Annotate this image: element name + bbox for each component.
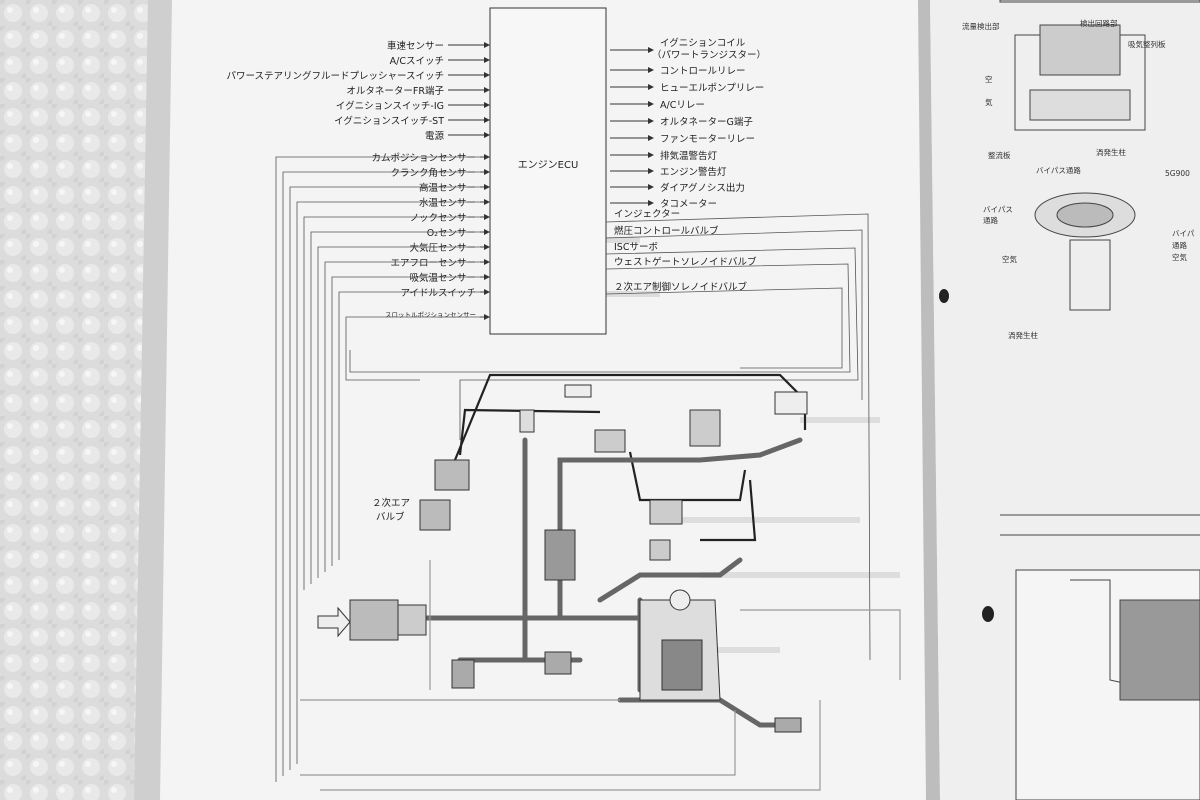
input-label: エアフローセンサー	[390, 258, 476, 269]
actuator-label: インジェクター	[614, 209, 680, 220]
actuator-outputs: インジェクター 燃圧コントロールバルブ ISCサーボ ウェストゲートソレノイドバ…	[349, 209, 871, 661]
input-arrows	[448, 44, 484, 318]
input-label: O₂センサー	[427, 228, 476, 239]
input-label: 車速センサー	[387, 40, 444, 52]
components	[317, 384, 808, 733]
output-arrowheads	[648, 47, 654, 206]
input-label: スロットルポジションセンサー	[385, 311, 476, 319]
ecu-inputs: 車速センサー A/Cスイッチ パワーステアリングフルードプレッシャースイッチ オ…	[226, 40, 490, 782]
input-label: カムポジションセンサー	[371, 153, 476, 164]
side-label: バイパ	[1172, 229, 1195, 238]
binder-hole-1	[939, 289, 949, 303]
side-label: 空気	[1172, 252, 1188, 262]
input-label: 大気圧センサー	[409, 242, 476, 254]
input-label: 電源	[425, 131, 445, 142]
input-label: アイドルスイッチ	[400, 288, 476, 299]
actuator-label: ウェストゲートソレノイドバルブ	[614, 256, 757, 268]
side-label: 渦発生柱	[1096, 147, 1126, 157]
output-label: ファンモーターリレー	[660, 134, 755, 145]
input-label: 吸気温センサー	[409, 272, 476, 284]
input-label: ノックセンサー	[410, 213, 476, 224]
actuator-label: 燃圧コントロールバルブ	[614, 225, 719, 237]
ecu-box	[489, 7, 607, 335]
input-label: A/Cスイッチ	[390, 56, 444, 67]
output-label: タコメーター	[660, 199, 717, 210]
binder-hole-2	[982, 606, 994, 622]
output-label: コントロールリレー	[660, 66, 746, 77]
side-label: 通路	[1172, 240, 1188, 250]
side-label: バイパス通路	[1036, 165, 1081, 175]
side-label: 空気	[1002, 254, 1017, 264]
side-label: 整流板	[988, 150, 1011, 160]
input-label: イグニションスイッチ-ST	[334, 115, 444, 127]
output-label: 排気温警告灯	[660, 150, 718, 162]
side-label: 気	[985, 97, 993, 107]
output-label: イグニションコイル	[660, 37, 746, 49]
side-label: 流量検出部	[962, 21, 1000, 31]
output-arrows	[610, 49, 648, 204]
output-label: ダイアグノシス出力	[660, 182, 745, 194]
output-label: （パワートランジスター）	[652, 49, 766, 61]
side-label: 空	[985, 74, 993, 84]
side-label: 吸気整列板	[1128, 39, 1166, 49]
input-label: イグニションスイッチ-IG	[336, 100, 444, 112]
secondary-air-valve-label-2: バルブ	[376, 511, 405, 523]
ecu-outputs: イグニションコイル （パワートランジスター） コントロールリレー ヒューエルポン…	[610, 37, 766, 210]
input-label: パワーステアリングフルードプレッシャースイッチ	[226, 70, 444, 82]
output-label: ヒューエルポンプリレー	[660, 83, 764, 94]
actuator-wires	[349, 213, 871, 661]
sensor-wires	[275, 156, 480, 782]
right-page-diagrams: 流量検出部 検出回路部 吸気整列板 空 気 整流板 渦発生柱 バイパス通路 5G…	[962, 0, 1200, 800]
input-label: クランク角センサー	[390, 167, 476, 179]
ecu-title: エンジンECU	[518, 160, 579, 171]
side-label: 渦発生柱	[1008, 330, 1038, 340]
side-label: 5G900	[1165, 169, 1190, 178]
input-label: 水温センサー	[419, 197, 476, 209]
output-label: A/Cリレー	[660, 100, 705, 111]
output-label: エンジン警告灯	[660, 166, 727, 178]
side-label: バイパス	[983, 205, 1013, 214]
input-arrowheads	[484, 42, 490, 320]
input-label: 高温センサー	[419, 182, 476, 194]
side-label: 検出回路部	[1080, 18, 1118, 28]
actuator-label: ISCサーボ	[614, 242, 658, 253]
page-gutter	[918, 0, 940, 800]
actuator-label: ２次エア制御ソレノイドバルブ	[614, 281, 748, 293]
input-label: オルタネーターFR端子	[346, 85, 444, 97]
secondary-air-valve-label-1: ２次エア	[372, 497, 410, 509]
output-label: オルタネーターG端子	[660, 116, 753, 128]
side-label: 通路	[983, 215, 998, 225]
